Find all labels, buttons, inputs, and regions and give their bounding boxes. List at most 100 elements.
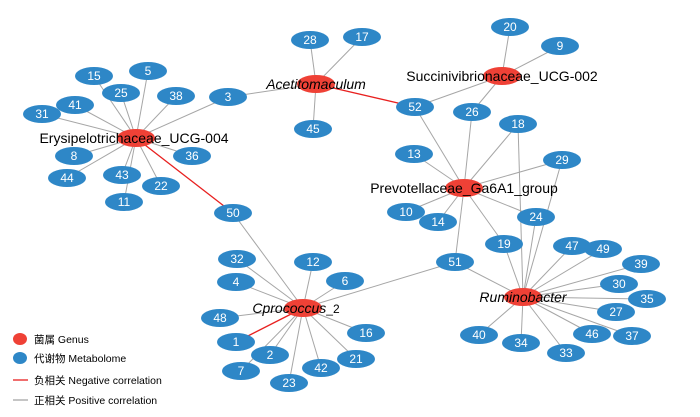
edge-rumino-24	[522, 216, 537, 298]
edge-rumino-33	[522, 296, 567, 354]
metabolite-node-27: 27	[597, 303, 635, 321]
metabolite-node-43: 43	[103, 166, 141, 184]
edge-rumino-29	[522, 159, 563, 298]
metabolite-node-23: 23	[270, 374, 308, 392]
metabolite-label: 10	[399, 205, 413, 219]
metabolite-node-13: 13	[395, 145, 433, 163]
metabolite-label: 7	[238, 364, 245, 378]
metabolite-label: 50	[226, 206, 240, 220]
metabolite-node-22: 22	[142, 177, 180, 195]
metabolite-ellipse	[294, 253, 332, 271]
metabolite-label: 13	[407, 147, 421, 161]
metabolite-label: 45	[306, 122, 320, 136]
metabolite-label: 19	[497, 237, 511, 251]
metabolite-label: 17	[355, 30, 369, 44]
metabolite-ellipse	[157, 87, 195, 105]
edge-cpro-50	[232, 212, 304, 309]
metabolite-ellipse	[214, 204, 252, 222]
metabolite-ellipse	[326, 272, 364, 290]
metabolite-node-34: 34	[502, 334, 540, 352]
edge-cpro-23	[288, 307, 304, 384]
metabolite-label: 33	[559, 346, 573, 360]
metabolite-ellipse	[491, 18, 529, 36]
genus-node-acetito	[297, 75, 335, 93]
metabolite-label: 40	[472, 328, 486, 342]
metabolite-ellipse	[622, 255, 660, 273]
legend-metabolome-label: 代谢物 Metabolome	[34, 352, 126, 365]
metabolite-node-18: 18	[499, 115, 537, 133]
metabolite-node-11: 11	[105, 193, 143, 211]
metabolite-ellipse	[547, 344, 585, 362]
metabolite-ellipse	[294, 120, 332, 138]
metabolite-ellipse	[103, 166, 141, 184]
metabolite-node-51: 51	[436, 253, 474, 271]
edge-prevo-18	[463, 123, 519, 189]
edge-rumino-39	[522, 263, 642, 298]
metabolite-node-16: 16	[347, 324, 385, 342]
genus-node-cpro	[284, 299, 322, 317]
metabolite-ellipse	[543, 151, 581, 169]
metabolite-node-1: 1	[217, 333, 255, 351]
metabolite-label: 47	[565, 239, 579, 253]
metabolite-node-35: 35	[628, 290, 666, 308]
metabolite-node-33: 33	[547, 344, 585, 362]
metabolite-ellipse	[23, 105, 61, 123]
genus-node-erysipelo	[117, 129, 155, 147]
metabolite-node-49: 49	[584, 240, 622, 258]
node-layer: 1234567891011121314151617181920212223242…	[23, 18, 666, 392]
legend-negative-label: 负相关 Negative correlation	[34, 374, 162, 387]
genus-label-erysipelo: Erysipelotrichaceae_UCG-004	[39, 130, 228, 146]
metabolite-node-21: 21	[337, 350, 375, 368]
metabolite-node-40: 40	[460, 326, 498, 344]
metabolite-label: 37	[625, 329, 639, 343]
metabolite-node-9: 9	[541, 37, 579, 55]
metabolite-ellipse	[251, 346, 289, 364]
metabolite-ellipse	[75, 67, 113, 85]
metabolite-label: 1	[233, 335, 240, 349]
metabolite-label: 49	[596, 242, 610, 256]
metabolite-ellipse	[55, 147, 93, 165]
genus-label-prevo: Prevotellaceae_Ga6A1_group	[370, 180, 558, 196]
genus-label-acetito: Acetitomaculum	[265, 76, 366, 92]
metabolite-ellipse	[460, 326, 498, 344]
metabolite-label: 12	[306, 255, 320, 269]
legend-genus-swatch	[13, 333, 27, 345]
metabolite-label: 23	[282, 376, 296, 390]
metabolite-label: 3	[225, 90, 232, 104]
metabolite-ellipse	[102, 84, 140, 102]
metabolite-node-38: 38	[157, 87, 195, 105]
edge-erysipelo-50	[135, 137, 234, 214]
edge-prevo-29	[463, 159, 563, 189]
metabolite-label: 18	[511, 117, 525, 131]
metabolite-ellipse	[485, 235, 523, 253]
metabolite-label: 24	[529, 210, 543, 224]
edge-erysipelo-15	[93, 75, 137, 139]
metabolite-label: 5	[145, 64, 152, 78]
metabolite-ellipse	[291, 31, 329, 49]
metabolite-ellipse	[270, 374, 308, 392]
metabolite-ellipse	[396, 98, 434, 116]
metabolite-node-20: 20	[491, 18, 529, 36]
metabolite-label: 43	[115, 168, 129, 182]
metabolite-ellipse	[56, 96, 94, 114]
genus-node-succini	[483, 67, 521, 85]
metabolite-label: 52	[408, 100, 422, 114]
metabolite-label: 27	[609, 305, 623, 319]
metabolite-ellipse	[217, 273, 255, 291]
edge-rumino-35	[522, 296, 648, 300]
metabolite-node-45: 45	[294, 120, 332, 138]
legend: 菌属 Genus 代谢物 Metabolome 负相关 Negative cor…	[13, 333, 162, 407]
metabolite-label: 29	[555, 153, 569, 167]
edge-erysipelo-3	[135, 96, 229, 139]
metabolite-node-19: 19	[485, 235, 523, 253]
metabolite-ellipse	[129, 62, 167, 80]
metabolite-node-48: 48	[201, 309, 239, 327]
metabolite-node-24: 24	[517, 208, 555, 226]
metabolite-node-25: 25	[102, 84, 140, 102]
metabolite-node-7: 7	[222, 362, 260, 380]
metabolite-node-28: 28	[291, 31, 329, 49]
metabolite-label: 14	[431, 215, 445, 229]
metabolite-ellipse	[453, 103, 491, 121]
